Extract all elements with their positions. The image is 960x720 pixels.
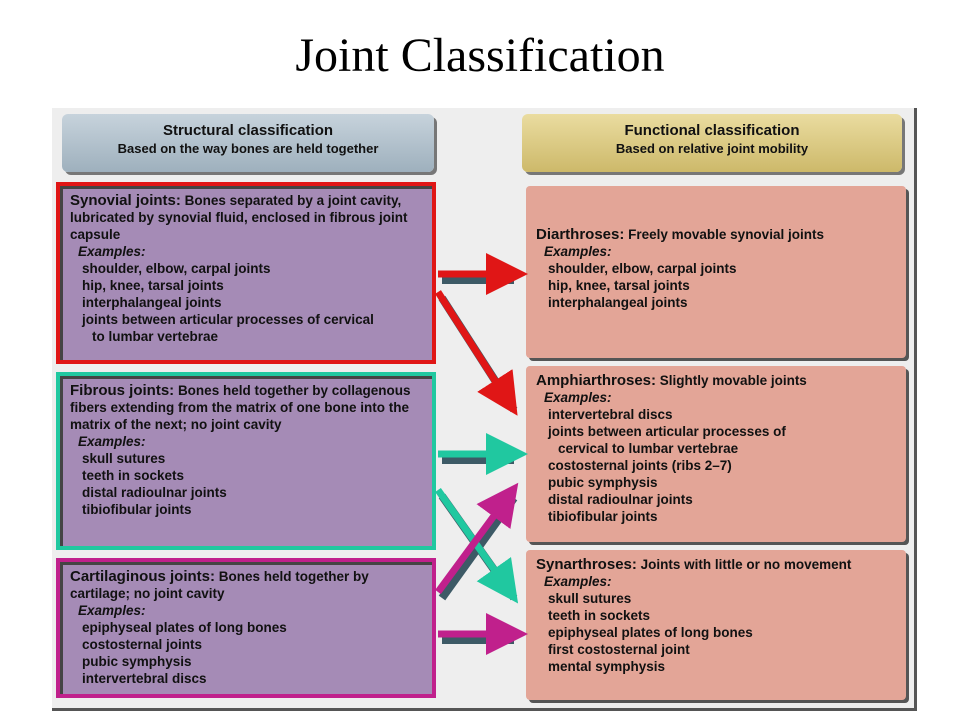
arrow-synovial-to-amphiarthroses	[435, 290, 518, 416]
synarthroses-box: Synarthroses: Joints with little or no m…	[526, 550, 906, 700]
example-item: first costosternal joint	[548, 642, 690, 657]
example-item: teeth in sockets	[82, 468, 185, 483]
examples-label: Examples:	[78, 434, 146, 449]
example-item: hip, knee, tarsal joints	[82, 278, 224, 293]
example-item: joints between articular processes of	[548, 424, 786, 439]
example-item: joints between articular processes of ce…	[82, 312, 374, 327]
example-item: shoulder, elbow, carpal joints	[82, 261, 271, 276]
example-item: distal radioulnar joints	[82, 485, 227, 500]
cartilaginous-joints-name: Cartilaginous joints:	[70, 568, 216, 585]
fibrous-joints-name: Fibrous joints:	[70, 382, 175, 399]
example-item: to lumbar vertebrae	[92, 329, 219, 344]
example-item: mental symphysis	[548, 659, 666, 674]
example-item: epiphyseal plates of long bones	[548, 625, 753, 640]
fibrous-joints-definition: Fibrous joints: Bones held together by c…	[70, 382, 422, 433]
examples-label: Examples:	[78, 244, 146, 259]
example-item: skull sutures	[548, 591, 632, 606]
structural-header-title: Structural classification	[162, 122, 334, 139]
cartilaginous-joints-box: Cartilaginous joints: Bones held togethe…	[56, 558, 436, 698]
example-item: costosternal joints	[82, 637, 203, 652]
cartilaginous-joints-desc: Bones held together by cartilage; no joi…	[70, 569, 369, 601]
synovial-joints-definition: Synovial joints: Bones separated by a jo…	[70, 192, 422, 243]
connector-arrows	[435, 253, 528, 655]
example-item: interphalangeal joints	[82, 295, 222, 310]
synovial-joints-box: Synovial joints: Bones separated by a jo…	[56, 182, 436, 364]
example-item: tibiofibular joints	[548, 509, 658, 524]
example-item: shoulder, elbow, carpal joints	[548, 261, 737, 276]
example-item: skull sutures	[82, 451, 166, 466]
examples-label: Examples:	[78, 603, 146, 618]
synovial-joints-desc: Bones separated by a joint cavity, lubri…	[70, 193, 408, 242]
diarthroses-desc: Freely movable synovial joints	[628, 227, 824, 242]
amphiarthroses-desc: Slightly movable joints	[659, 373, 807, 388]
classification-diagram: Structural classification Based on the w…	[52, 108, 917, 711]
functional-header: Functional classification Based on relat…	[522, 114, 902, 172]
fibrous-joints-desc: Bones held together by collagenous fiber…	[70, 383, 411, 432]
example-item: interphalangeal joints	[548, 295, 688, 310]
page-title: Joint Classification	[295, 29, 665, 82]
examples-label: Examples:	[544, 244, 612, 259]
example-item: hip, knee, tarsal joints	[548, 278, 690, 293]
example-item: cervical to lumbar vertebrae	[558, 441, 739, 456]
fibrous-joints-box: Fibrous joints: Bones held together by c…	[56, 372, 436, 550]
structural-header: Structural classification Based on the w…	[62, 114, 434, 172]
example-item: pubic symphysis	[82, 654, 192, 669]
structural-header-subtitle: Based on the way bones are held together	[117, 141, 379, 156]
example-item: epiphyseal plates of long bones	[82, 620, 287, 635]
example-item: intervertebral discs	[82, 671, 207, 686]
diarthroses-name: Diarthroses:	[536, 226, 625, 243]
synarthroses-definition: Synarthroses: Joints with little or no m…	[536, 556, 896, 573]
functional-header-title: Functional classification	[624, 122, 800, 139]
examples-label: Examples:	[544, 574, 612, 589]
example-item: intervertebral discs	[548, 407, 673, 422]
amphiarthroses-name: Amphiarthroses:	[536, 372, 657, 389]
diarthroses-definition: Diarthroses: Freely movable synovial joi…	[536, 226, 896, 243]
synovial-joints-name: Synovial joints:	[70, 192, 181, 209]
arrow-cartilaginous-to-amphiarthroses	[435, 482, 519, 595]
amphiarthroses-definition: Amphiarthroses: Slightly movable joints	[536, 372, 896, 389]
diarthroses-box: Diarthroses: Freely movable synovial joi…	[526, 186, 906, 358]
cartilaginous-joints-definition: Cartilaginous joints: Bones held togethe…	[70, 568, 422, 602]
example-item: distal radioulnar joints	[548, 492, 693, 507]
example-item: pubic symphysis	[548, 475, 658, 490]
example-item: costosternal joints (ribs 2–7)	[548, 458, 732, 473]
example-item: teeth in sockets	[548, 608, 651, 623]
example-item: tibiofibular joints	[82, 502, 192, 517]
functional-header-subtitle: Based on relative joint mobility	[615, 141, 809, 156]
examples-label: Examples:	[544, 390, 612, 405]
amphiarthroses-box: Amphiarthroses: Slightly movable joints …	[526, 366, 906, 542]
synarthroses-desc: Joints with little or no movement	[640, 557, 852, 572]
synarthroses-name: Synarthroses:	[536, 556, 637, 573]
